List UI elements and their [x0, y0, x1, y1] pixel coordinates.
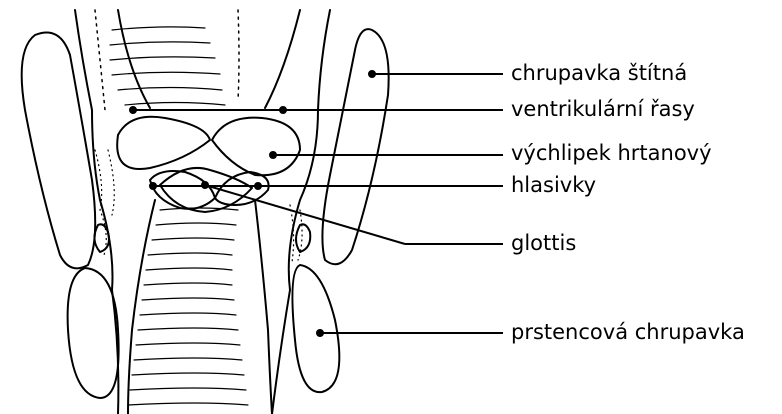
- label-vychlipek-hrtanovy: výchlipek hrtanový: [511, 143, 712, 164]
- left-outer-contour: [75, 10, 118, 414]
- left-dotted-edge: [95, 10, 105, 110]
- label-hlasivky: hlasivky: [511, 175, 596, 196]
- right-small-cartilage: [296, 224, 310, 252]
- right-dotted-edge: [238, 10, 239, 100]
- right-inner-lower-wall: [255, 200, 272, 414]
- label-glottis: glottis: [511, 233, 576, 254]
- right-upper-wall: [265, 10, 300, 108]
- leader-glottis: [205, 185, 405, 244]
- vocal-fold-left: [150, 171, 215, 209]
- ventricular-fold-left: [117, 117, 210, 169]
- label-prstencova-chrupavka: prstencová chrupavka: [511, 322, 745, 343]
- label-chrupavka-stitna: chrupavka štítná: [511, 63, 687, 84]
- label-ventrikularni-rasy: ventrikulární řasy: [511, 99, 695, 120]
- left-inner-lower-wall: [128, 200, 155, 414]
- left-small-cartilage: [94, 224, 109, 252]
- cricoid-cartilage-right: [292, 265, 339, 392]
- ventricular-fold-right: [212, 118, 300, 176]
- cricoid-cartilage-left: [68, 268, 119, 398]
